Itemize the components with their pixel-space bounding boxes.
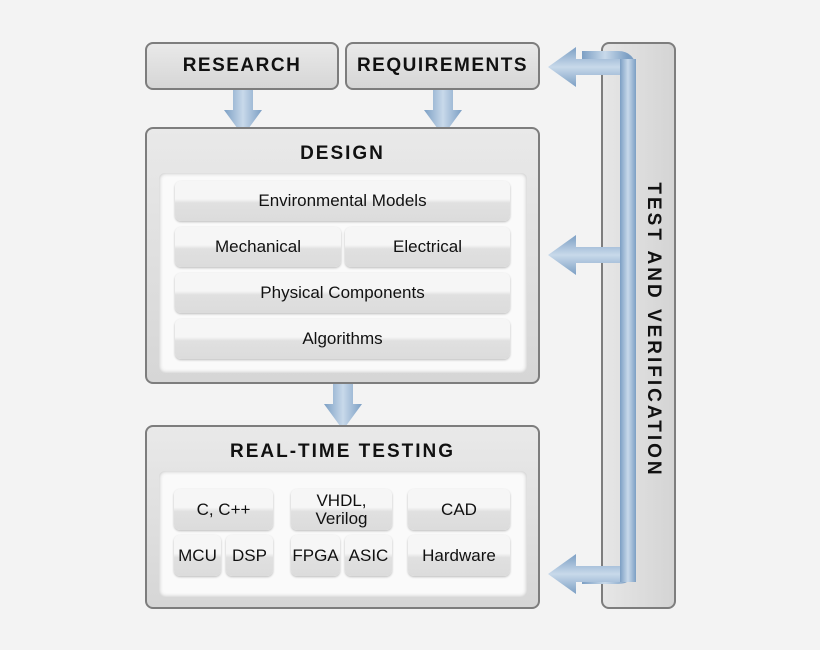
requirements-box: REQUIREMENTS [345,42,540,90]
test-verification-label: TEST AND VERIFICATION [643,182,664,478]
vhdl-label: VHDL, [316,490,367,510]
arrow-requirements-to-design [424,90,462,136]
cad-cell: CAD [408,489,510,530]
electrical-cell: Electrical [345,227,510,267]
arrow-test-to-design [548,235,620,275]
mcu-cell: MCU [174,535,221,576]
arrow-research-to-design [224,90,262,136]
realtime-testing-title: REAL-TIME TESTING [229,441,456,462]
vhdl-verilog-cell: VHDL, Verilog [291,489,392,530]
design-title: DESIGN [300,143,385,164]
asic-cell: ASIC [345,535,392,576]
verilog-label: Verilog [315,508,368,528]
fpga-cell: FPGA [291,535,340,576]
c-cpp-cell: C, C++ [174,489,273,530]
environmental-models-cell: Environmental Models [175,181,510,221]
arrow-test-to-realtime [548,554,620,594]
dsp-cell: DSP [226,535,273,576]
research-box: RESEARCH [145,42,339,90]
arrow-design-to-realtime [324,384,362,430]
arrow-test-to-requirements [548,47,620,87]
physical-components-cell: Physical Components [175,273,510,313]
hardware-cell: Hardware [408,535,510,576]
mechanical-cell: Mechanical [175,227,341,267]
algorithms-cell: Algorithms [175,319,510,359]
requirements-label: REQUIREMENTS [356,55,529,76]
research-label: RESEARCH [182,55,302,76]
